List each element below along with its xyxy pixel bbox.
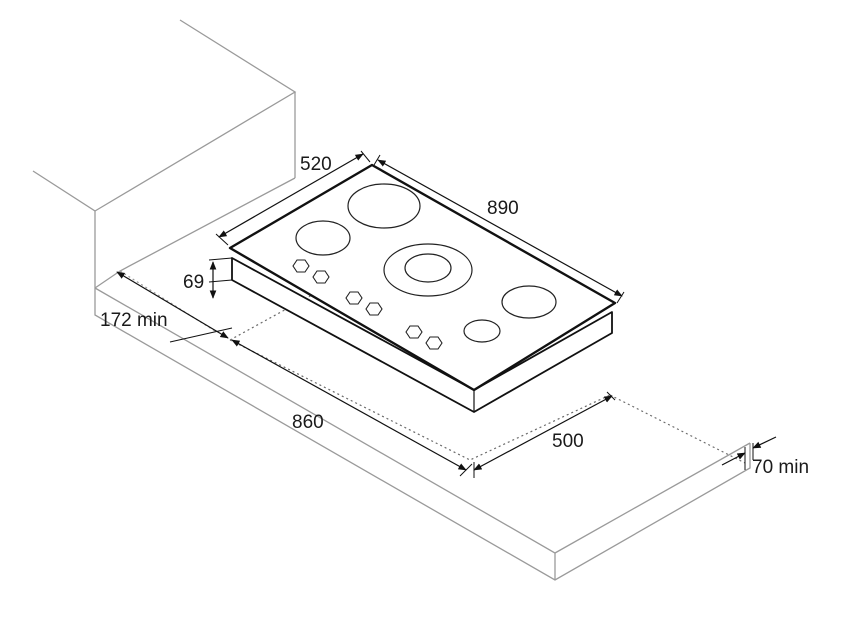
dimension-860: 860: [169, 327, 473, 477]
dimension-500: 500: [473, 391, 616, 478]
dimension-70-min: 70 min: [721, 436, 809, 478]
dimension-172-min: 172 min: [100, 271, 229, 339]
dimension-890: 890: [373, 154, 625, 304]
label-172-min: 172 min: [100, 310, 168, 331]
knob: [405, 325, 423, 339]
knob: [365, 302, 383, 316]
label-890: 890: [487, 198, 519, 219]
label-520: 520: [300, 154, 332, 175]
control-knobs: [292, 259, 443, 350]
label-70-min: 70 min: [752, 457, 809, 478]
hob: [228, 163, 617, 413]
dimension-520: 520: [215, 150, 371, 246]
dimension-69: 69: [183, 257, 233, 299]
zone-front-small: [463, 319, 501, 343]
knob: [345, 291, 363, 305]
label-860: 860: [292, 412, 324, 433]
knob: [312, 270, 330, 284]
label-69: 69: [183, 272, 204, 293]
knob: [292, 259, 310, 273]
label-500: 500: [552, 431, 584, 452]
